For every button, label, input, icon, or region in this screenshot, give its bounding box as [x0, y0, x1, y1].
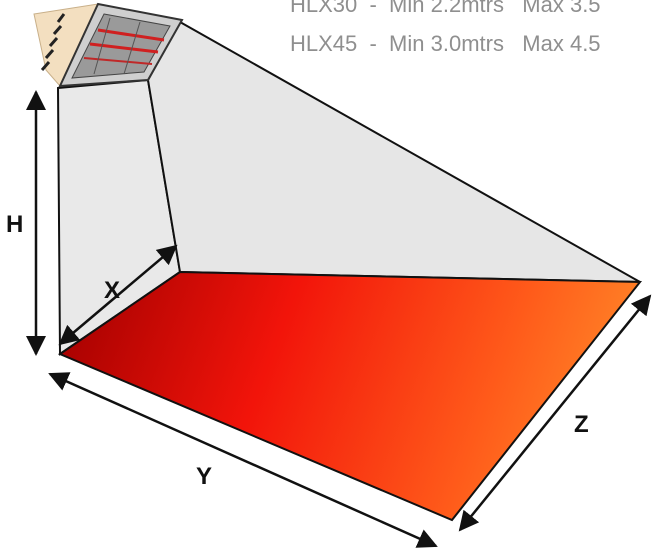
depth-arrow: [58, 244, 178, 346]
spec-line-hlx30: HLX30 - Min 2.2mtrs Max 3.5: [290, 0, 601, 17]
length-label: Z: [574, 411, 589, 438]
width-label: Y: [196, 463, 212, 490]
spec-line-hlx45: HLX45 - Min 3.0mtrs Max 4.5: [290, 31, 601, 56]
heated-floor-area: [57, 270, 643, 522]
width-arrow: [48, 372, 438, 548]
depth-label: X: [104, 277, 120, 304]
length-arrow: [458, 294, 652, 532]
height-label: H: [6, 211, 23, 238]
beam-top-face: [146, 20, 641, 283]
radiant-heater-icon: [33, 2, 184, 88]
